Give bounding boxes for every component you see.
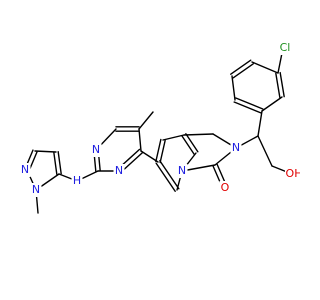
bond — [155, 138, 162, 163]
bond — [159, 160, 180, 190]
bond — [138, 111, 154, 130]
bonds — [24, 47, 293, 214]
atom-label: N — [32, 183, 40, 196]
bond — [235, 97, 264, 110]
bond — [251, 61, 279, 74]
bond — [57, 151, 62, 175]
atom-label-bg — [276, 41, 294, 55]
bond — [257, 110, 263, 137]
atom-label-bg — [19, 163, 31, 177]
bond — [231, 75, 236, 101]
atom-label: N — [178, 164, 186, 177]
atom-label-bg — [285, 167, 300, 181]
bond — [138, 128, 142, 152]
bond — [185, 133, 199, 153]
bond — [233, 101, 262, 114]
atom-label: N — [232, 141, 240, 154]
atom-label-bg — [113, 164, 125, 178]
atom-label-bg — [90, 143, 102, 157]
atom-label-bg — [30, 183, 42, 197]
bond — [155, 162, 176, 192]
bond — [183, 133, 214, 136]
atom-label: O — [221, 181, 230, 194]
bond — [230, 59, 252, 75]
atom-label: OH — [286, 167, 300, 180]
bond — [162, 134, 185, 141]
bond — [275, 72, 281, 99]
atom-label-bg — [176, 164, 188, 178]
bond — [140, 150, 159, 163]
bond — [34, 150, 57, 153]
atom-label: N — [115, 164, 123, 177]
bond — [257, 135, 273, 167]
atom-label-bg — [230, 141, 242, 155]
atom-label: H — [73, 174, 81, 187]
bond — [279, 71, 285, 98]
atom-label: N — [92, 143, 100, 156]
atom-label-bg — [71, 174, 83, 188]
atom-label-bg — [219, 181, 231, 195]
bond — [261, 96, 283, 112]
bond — [53, 151, 58, 175]
bond — [159, 139, 166, 164]
atom-label: N — [21, 163, 29, 176]
bond — [232, 63, 254, 79]
bond — [181, 135, 195, 155]
atom-label: Cl — [280, 41, 291, 54]
